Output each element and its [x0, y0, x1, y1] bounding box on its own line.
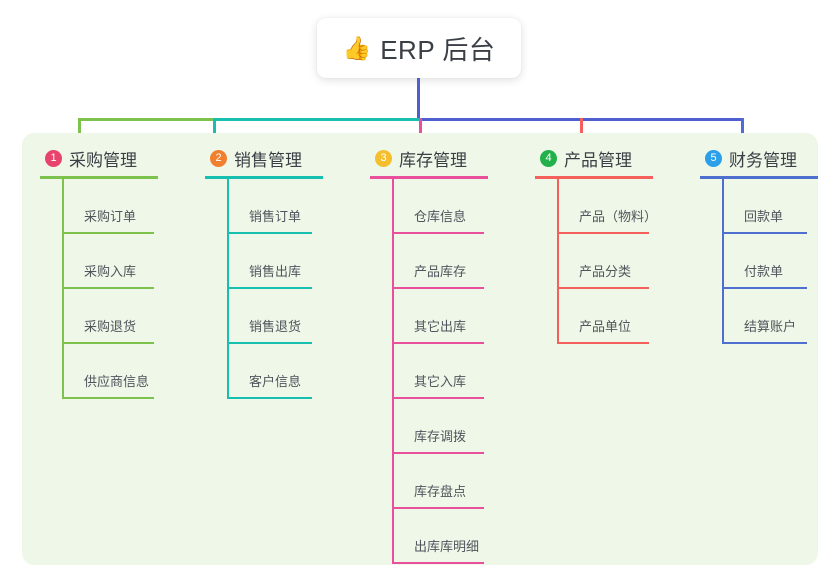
column-title-5: 财务管理 [729, 150, 797, 170]
list-item-label: 产品单位 [579, 319, 632, 334]
column-2: 2 销售管理销售订单销售出库销售退货客户信息 [195, 146, 323, 399]
list-item-rule [722, 232, 807, 234]
list-item-label: 其它入库 [414, 374, 467, 389]
root-stem-connector [417, 78, 420, 119]
root-title: ERP 后台 [380, 34, 496, 65]
list-item-label: 仓库信息 [414, 209, 467, 224]
list-item-rule [392, 562, 484, 564]
column-header-rule-3 [370, 176, 488, 179]
list-item-rule [392, 397, 484, 399]
list-item-rule [227, 287, 312, 289]
list-item-label: 供应商信息 [84, 374, 150, 389]
drop-connector-1 [78, 118, 81, 146]
column-title-4: 产品管理 [564, 150, 632, 170]
list-item-label: 付款单 [744, 264, 784, 279]
list-item-rule [557, 342, 649, 344]
list-item-label: 销售退货 [249, 319, 302, 334]
column-4: 4 产品管理产品（物料） 产品分类产品单位 [525, 146, 657, 344]
root-node[interactable]: 👍 ERP 后台 [317, 18, 521, 78]
column-spine-3 [392, 179, 394, 564]
list-item-rule [392, 452, 484, 454]
list-item-rule [62, 397, 154, 399]
drop-connector-2 [213, 118, 216, 146]
list-item-label: 客户信息 [249, 374, 302, 389]
list-item-label: 回款单 [744, 209, 784, 224]
thumbs-up-icon: 👍 [342, 34, 372, 61]
column-5: 5 财务管理回款单付款单结算账户 [690, 146, 818, 344]
list-item-label: 其它出库 [414, 319, 467, 334]
column-header-5[interactable]: 5 财务管理 [690, 146, 797, 170]
segment-teal [213, 118, 419, 121]
column-badge-2: 2 [210, 149, 227, 167]
list-item-label: 产品分类 [579, 264, 632, 279]
column-badge-1: 1 [45, 149, 62, 167]
list-item-label: 库存调拨 [414, 429, 467, 444]
list-item-label: 采购订单 [84, 209, 137, 224]
column-spine-5 [722, 179, 724, 344]
list-item-rule [227, 342, 312, 344]
column-header-1[interactable]: 1 采购管理 [30, 146, 137, 170]
list-item-label: 采购入库 [84, 264, 137, 279]
list-item-label: 出库库明细 [414, 539, 480, 554]
column-badge-3: 3 [375, 149, 392, 167]
column-header-3[interactable]: 3 库存管理 [360, 146, 467, 170]
list-item-label: 结算账户 [744, 319, 797, 334]
column-header-4[interactable]: 4 产品管理 [525, 146, 632, 170]
column-header-rule-5 [700, 176, 818, 179]
list-item-rule [722, 287, 807, 289]
list-item-rule [722, 342, 807, 344]
list-item-rule [62, 287, 154, 289]
drop-connector-3 [419, 118, 422, 146]
list-item-rule [557, 232, 649, 234]
list-item-rule [392, 342, 484, 344]
column-badge-4: 4 [540, 149, 557, 167]
column-badge-5: 5 [705, 149, 722, 167]
list-item-rule [392, 287, 484, 289]
column-title-2: 销售管理 [234, 150, 302, 170]
drop-connector-5 [741, 118, 744, 146]
column-header-rule-2 [205, 176, 323, 179]
list-item-rule [62, 232, 154, 234]
column-header-rule-4 [535, 176, 653, 179]
column-title-3: 库存管理 [399, 150, 467, 170]
drop-connector-4 [580, 118, 583, 146]
content-panel [22, 133, 818, 565]
column-3: 3 库存管理仓库信息产品库存其它出库其它入库库存调拨库存盘点出库库明细 [360, 146, 488, 564]
list-item-rule [557, 287, 649, 289]
column-1: 1 采购管理采购订单采购入库采购退货供应商信息 [30, 146, 158, 399]
segment-green [78, 118, 213, 121]
column-spine-1 [62, 179, 64, 399]
list-item-label: 销售订单 [249, 209, 302, 224]
list-item-label: 库存盘点 [414, 484, 467, 499]
column-spine-4 [557, 179, 559, 344]
list-item-rule [392, 507, 484, 509]
list-item-label: 采购退货 [84, 319, 137, 334]
column-spine-2 [227, 179, 229, 399]
list-item-label: 产品库存 [414, 264, 467, 279]
list-item-rule [62, 342, 154, 344]
list-item-rule [392, 232, 484, 234]
column-title-1: 采购管理 [69, 150, 137, 170]
column-header-2[interactable]: 2 销售管理 [195, 146, 302, 170]
list-item-label: 产品（物料） [579, 209, 658, 224]
column-header-rule-1 [40, 176, 158, 179]
list-item-rule [227, 232, 312, 234]
list-item-label: 销售出库 [249, 264, 302, 279]
list-item-rule [227, 397, 312, 399]
